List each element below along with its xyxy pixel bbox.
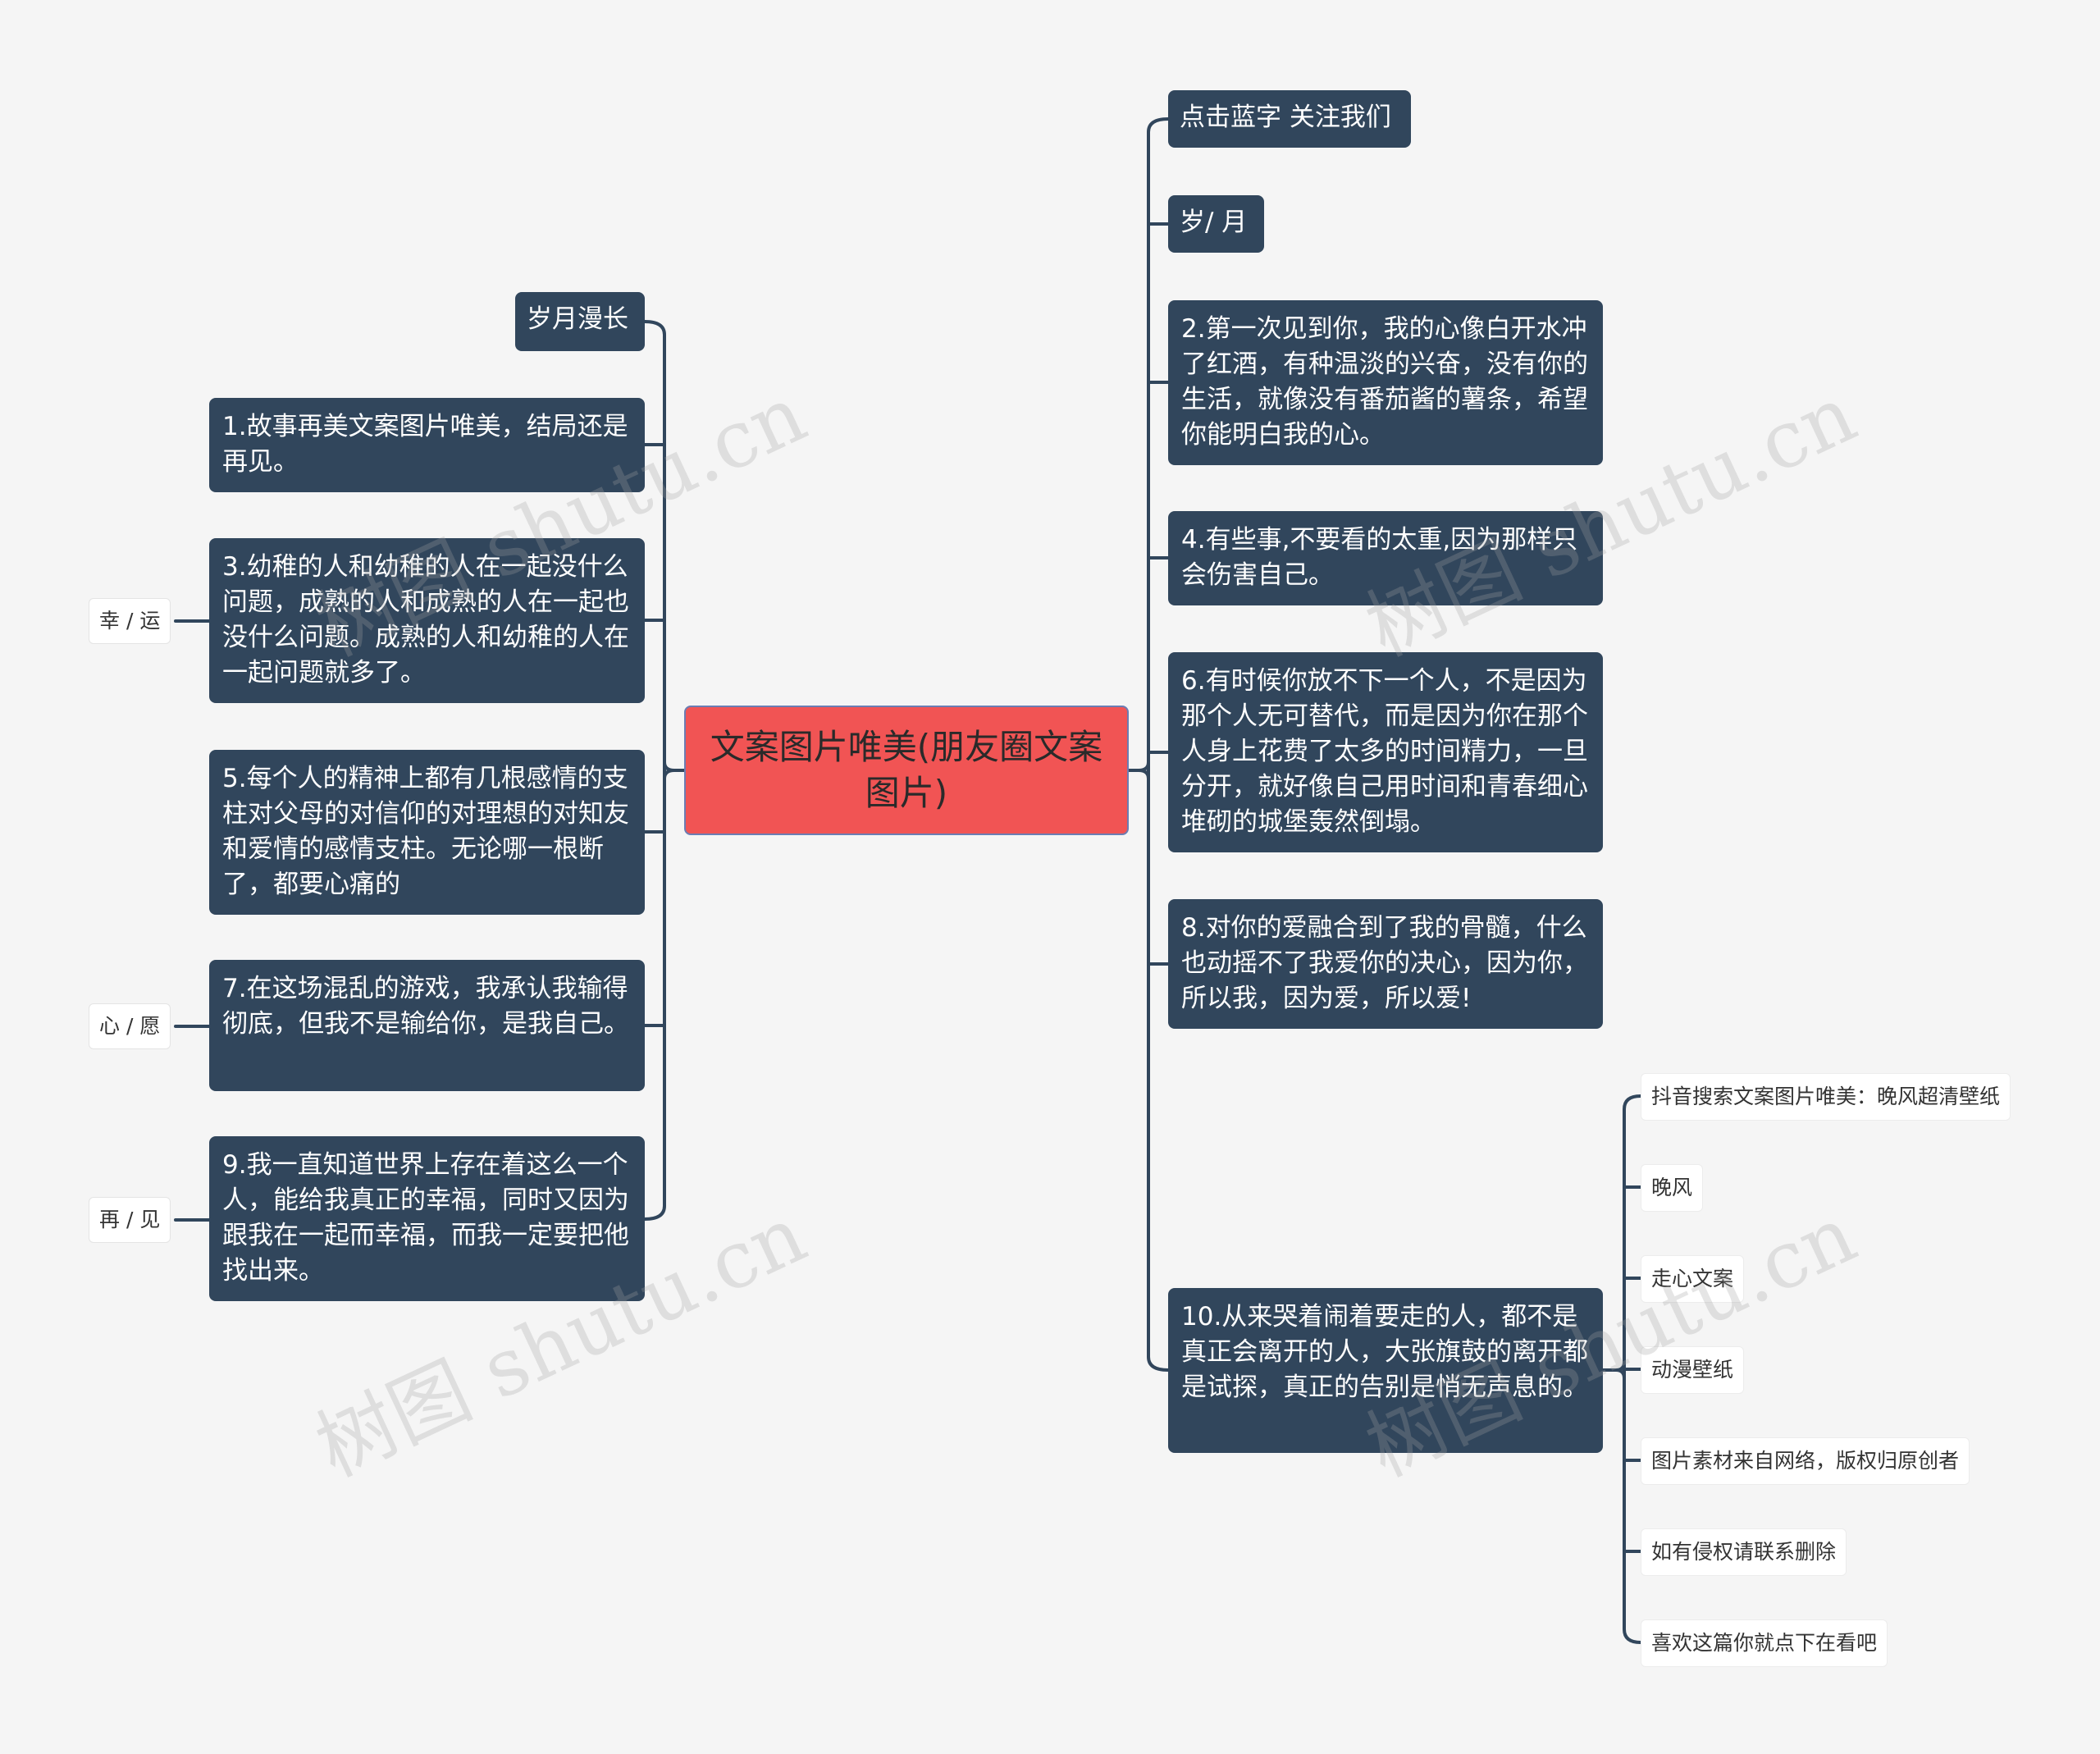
right-node-0[interactable]: 点击蓝字 关注我们 (1168, 90, 1411, 148)
right-root-connector (1127, 761, 1150, 780)
left-bracket (643, 320, 666, 1221)
right-node-3[interactable]: 4.有些事,不要看的太重,因为那样只会伤害自己。 (1168, 511, 1603, 605)
leaf-4[interactable]: 图片素材来自网络，版权归原创者 (1641, 1437, 1970, 1485)
leaf-0[interactable]: 抖音搜索文案图片唯美：晚风超清壁纸 (1641, 1073, 2011, 1121)
leaf-5[interactable]: 如有侵权请联系删除 (1641, 1528, 1847, 1576)
right-node-2[interactable]: 2.第一次见到你，我的心像白开水冲了红酒，有种温淡的兴奋，没有你的生活，就像没有… (1168, 300, 1603, 465)
right-node-1[interactable]: 岁/ 月 (1168, 195, 1264, 253)
left-node-0[interactable]: 岁月漫长 (515, 292, 645, 351)
right-node-4[interactable]: 6.有时候你放不下一个人，不是因为那个人无可替代，而是因为你在那个人身上花费了太… (1168, 652, 1603, 852)
leaf-1[interactable]: 晚风 (1641, 1164, 1704, 1212)
right-node-6[interactable]: 10.从来哭着闹着要走的人，都不是真正会离开的人，大张旗鼓的离开都是试探，真正的… (1168, 1288, 1603, 1453)
left-node-3[interactable]: 5.每个人的精神上都有几根感情的支柱对父母的对信仰的对理想的对知友和爱情的感情支… (209, 750, 645, 915)
root-node[interactable]: 文案图片唯美(朋友圈文案图片) (684, 706, 1129, 835)
left-node-1[interactable]: 1.故事再美文案图片唯美，结局还是再见。 (209, 398, 645, 492)
leaf-6[interactable]: 喜欢这篇你就点下在看吧 (1641, 1619, 1888, 1667)
left-node-4[interactable]: 7.在这场混乱的游戏，我承认我输得彻底，但我不是输给你，是我自己。 (209, 960, 645, 1091)
left-node-2[interactable]: 3.幼稚的人和幼稚的人在一起没什么问题，成熟的人和成熟的人在一起也没什么问题。成… (209, 538, 645, 703)
tag-luck[interactable]: 幸 / 运 (89, 598, 171, 644)
left-root-connector (663, 761, 686, 780)
tag-goodbye[interactable]: 再 / 见 (89, 1197, 171, 1243)
right-node-5[interactable]: 8.对你的爱融合到了我的骨髓，什么也动摇不了我爱你的决心，因为你，所以我，因为爱… (1168, 899, 1603, 1029)
left-node-5[interactable]: 9.我一直知道世界上存在着这么一个人，能给我真正的幸福，同时又因为跟我在一起而幸… (209, 1136, 645, 1301)
tag-wish[interactable]: 心 / 愿 (89, 1003, 171, 1049)
leaf-parent-connector (1601, 1360, 1626, 1380)
leaf-2[interactable]: 走心文案 (1641, 1255, 1745, 1303)
right-bracket (1147, 117, 1170, 1372)
leaf-3[interactable]: 动漫壁纸 (1641, 1346, 1745, 1394)
